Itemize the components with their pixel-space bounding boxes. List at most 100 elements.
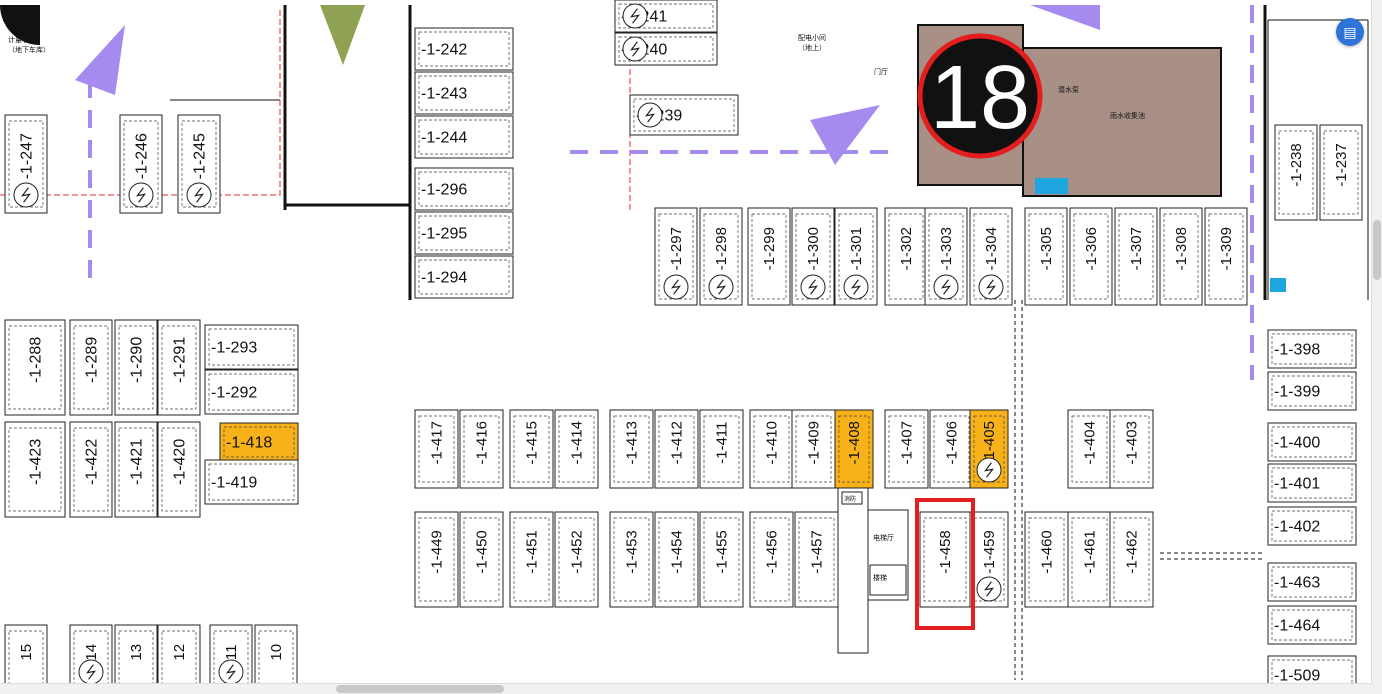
parking-spot[interactable]: -1-244 [414,115,514,159]
parking-spot[interactable]: -1-307 [1114,207,1158,306]
parking-spot[interactable]: -1-405 [969,409,1009,489]
parking-spot[interactable]: -1-458 [919,511,971,608]
parking-spot[interactable]: -1-399 [1267,371,1357,411]
parking-spot[interactable]: -1-288 [4,319,66,416]
parking-spot[interactable]: 12 [157,624,201,691]
parking-spot[interactable]: -1-403 [1109,409,1154,489]
parking-spot[interactable]: -1-289 [69,319,113,416]
parking-spot-label: 11 [223,645,240,661]
document-icon[interactable]: ▤ [1336,18,1364,46]
parking-spot[interactable]: -1-295 [414,211,514,255]
parking-spot[interactable]: -1-422 [69,421,113,518]
parking-spot[interactable]: -1-416 [459,409,504,489]
room-label: （地上） [798,43,826,52]
parking-spot[interactable]: -1-308 [1159,207,1203,306]
parking-spot[interactable]: -1-462 [1109,511,1154,608]
lightning-circle-icon [708,274,734,300]
parking-spot[interactable]: -1-299 [747,207,791,306]
parking-spot[interactable]: -1-303 [924,207,968,306]
parking-spot[interactable]: -1-409 [791,409,836,489]
parking-spot[interactable]: -1-297 [654,207,698,306]
parking-spot[interactable]: -1-240 [614,32,718,66]
parking-spot[interactable]: -1-398 [1267,329,1357,369]
parking-spot[interactable]: -1-460 [1024,511,1069,608]
parking-spot[interactable]: -1-450 [459,511,504,608]
parking-spot[interactable]: -1-423 [4,421,66,518]
parking-spot-label: -1-416 [474,421,491,464]
parking-spot[interactable]: -1-412 [654,409,699,489]
parking-spot[interactable]: -1-464 [1267,605,1357,645]
parking-spot[interactable]: -1-420 [157,421,201,518]
parking-spot[interactable]: -1-419 [204,459,299,505]
parking-spot[interactable]: -1-293 [204,324,299,370]
parking-spot[interactable]: -1-457 [794,511,839,608]
parking-spot[interactable]: -1-402 [1267,506,1357,546]
parking-spot[interactable]: 14 [69,624,113,691]
parking-spot[interactable]: 11 [209,624,253,691]
parking-spot[interactable]: -1-239 [629,94,739,136]
parking-spot[interactable]: -1-418 [219,422,299,462]
parking-spot[interactable]: -1-247 [4,114,48,214]
parking-spot-label: -1-457 [809,530,826,573]
parking-spot[interactable]: -1-414 [554,409,599,489]
parking-spot-label: -1-418 [226,435,272,452]
parking-spot[interactable]: -1-300 [791,207,835,306]
parking-spot[interactable]: -1-237 [1319,124,1363,221]
parking-spot-label: -1-452 [569,530,586,573]
parking-spot[interactable]: -1-292 [204,369,299,415]
parking-spot[interactable]: -1-413 [609,409,654,489]
parking-spot[interactable]: -1-241 [614,0,718,33]
parking-spot-label: -1-408 [846,421,863,464]
parking-spot[interactable]: -1-421 [114,421,158,518]
parking-spot-label: -1-420 [172,439,189,485]
parking-spot[interactable]: -1-408 [834,409,874,489]
parking-spot[interactable]: 13 [114,624,158,691]
parking-spot[interactable]: -1-309 [1204,207,1248,306]
parking-spot[interactable]: -1-301 [834,207,878,306]
parking-spot[interactable]: -1-407 [884,409,929,489]
parking-spot[interactable]: -1-454 [654,511,699,608]
parking-spot[interactable]: -1-449 [414,511,459,608]
parking-spot[interactable]: -1-415 [509,409,554,489]
parking-spot[interactable]: 15 [4,624,48,691]
parking-spot[interactable]: -1-453 [609,511,654,608]
parking-spot-label: -1-463 [1274,575,1320,592]
parking-spot[interactable]: -1-451 [509,511,554,608]
parking-spot[interactable]: -1-304 [969,207,1013,306]
vertical-scrollbar-thumb[interactable] [1373,220,1381,280]
parking-spot[interactable]: -1-238 [1274,124,1318,221]
parking-spot[interactable]: -1-291 [157,319,201,416]
parking-spot-label: -1-302 [898,227,915,270]
parking-spot[interactable]: -1-461 [1067,511,1112,608]
parking-spot[interactable]: -1-417 [414,409,459,489]
vertical-scrollbar[interactable] [1371,0,1382,694]
parking-spot[interactable]: -1-296 [414,167,514,211]
lightning-circle-icon [78,659,104,685]
parking-spot[interactable]: -1-410 [749,409,794,489]
parking-spot[interactable]: -1-400 [1267,422,1357,462]
parking-spot[interactable]: 10 [254,624,298,691]
parking-spot[interactable]: -1-242 [414,27,514,71]
parking-spot[interactable]: -1-245 [177,114,221,214]
parking-spot-label: -1-454 [669,530,686,573]
parking-spot[interactable]: -1-463 [1267,562,1357,602]
parking-spot[interactable]: -1-294 [414,255,514,299]
parking-spot[interactable]: -1-404 [1067,409,1112,489]
parking-spot[interactable]: -1-406 [929,409,974,489]
horizontal-scrollbar-thumb[interactable] [336,685,504,693]
parking-spot[interactable]: -1-459 [969,511,1009,608]
parking-spot[interactable]: -1-298 [699,207,743,306]
parking-spot[interactable]: -1-243 [414,71,514,115]
parking-spot[interactable]: -1-411 [699,409,744,489]
parking-spot[interactable]: -1-302 [884,207,928,306]
parking-spot[interactable]: -1-455 [699,511,744,608]
parking-spot[interactable]: -1-452 [554,511,599,608]
parking-spot[interactable]: -1-305 [1024,207,1068,306]
horizontal-scrollbar[interactable] [0,683,1372,694]
parking-spot[interactable]: -1-306 [1069,207,1113,306]
parking-spot[interactable]: -1-246 [119,114,163,214]
parking-spot[interactable]: -1-401 [1267,463,1357,503]
parking-spot[interactable]: -1-290 [114,319,158,416]
parking-spot-label: -1-451 [524,530,541,573]
parking-spot[interactable]: -1-456 [749,511,794,608]
